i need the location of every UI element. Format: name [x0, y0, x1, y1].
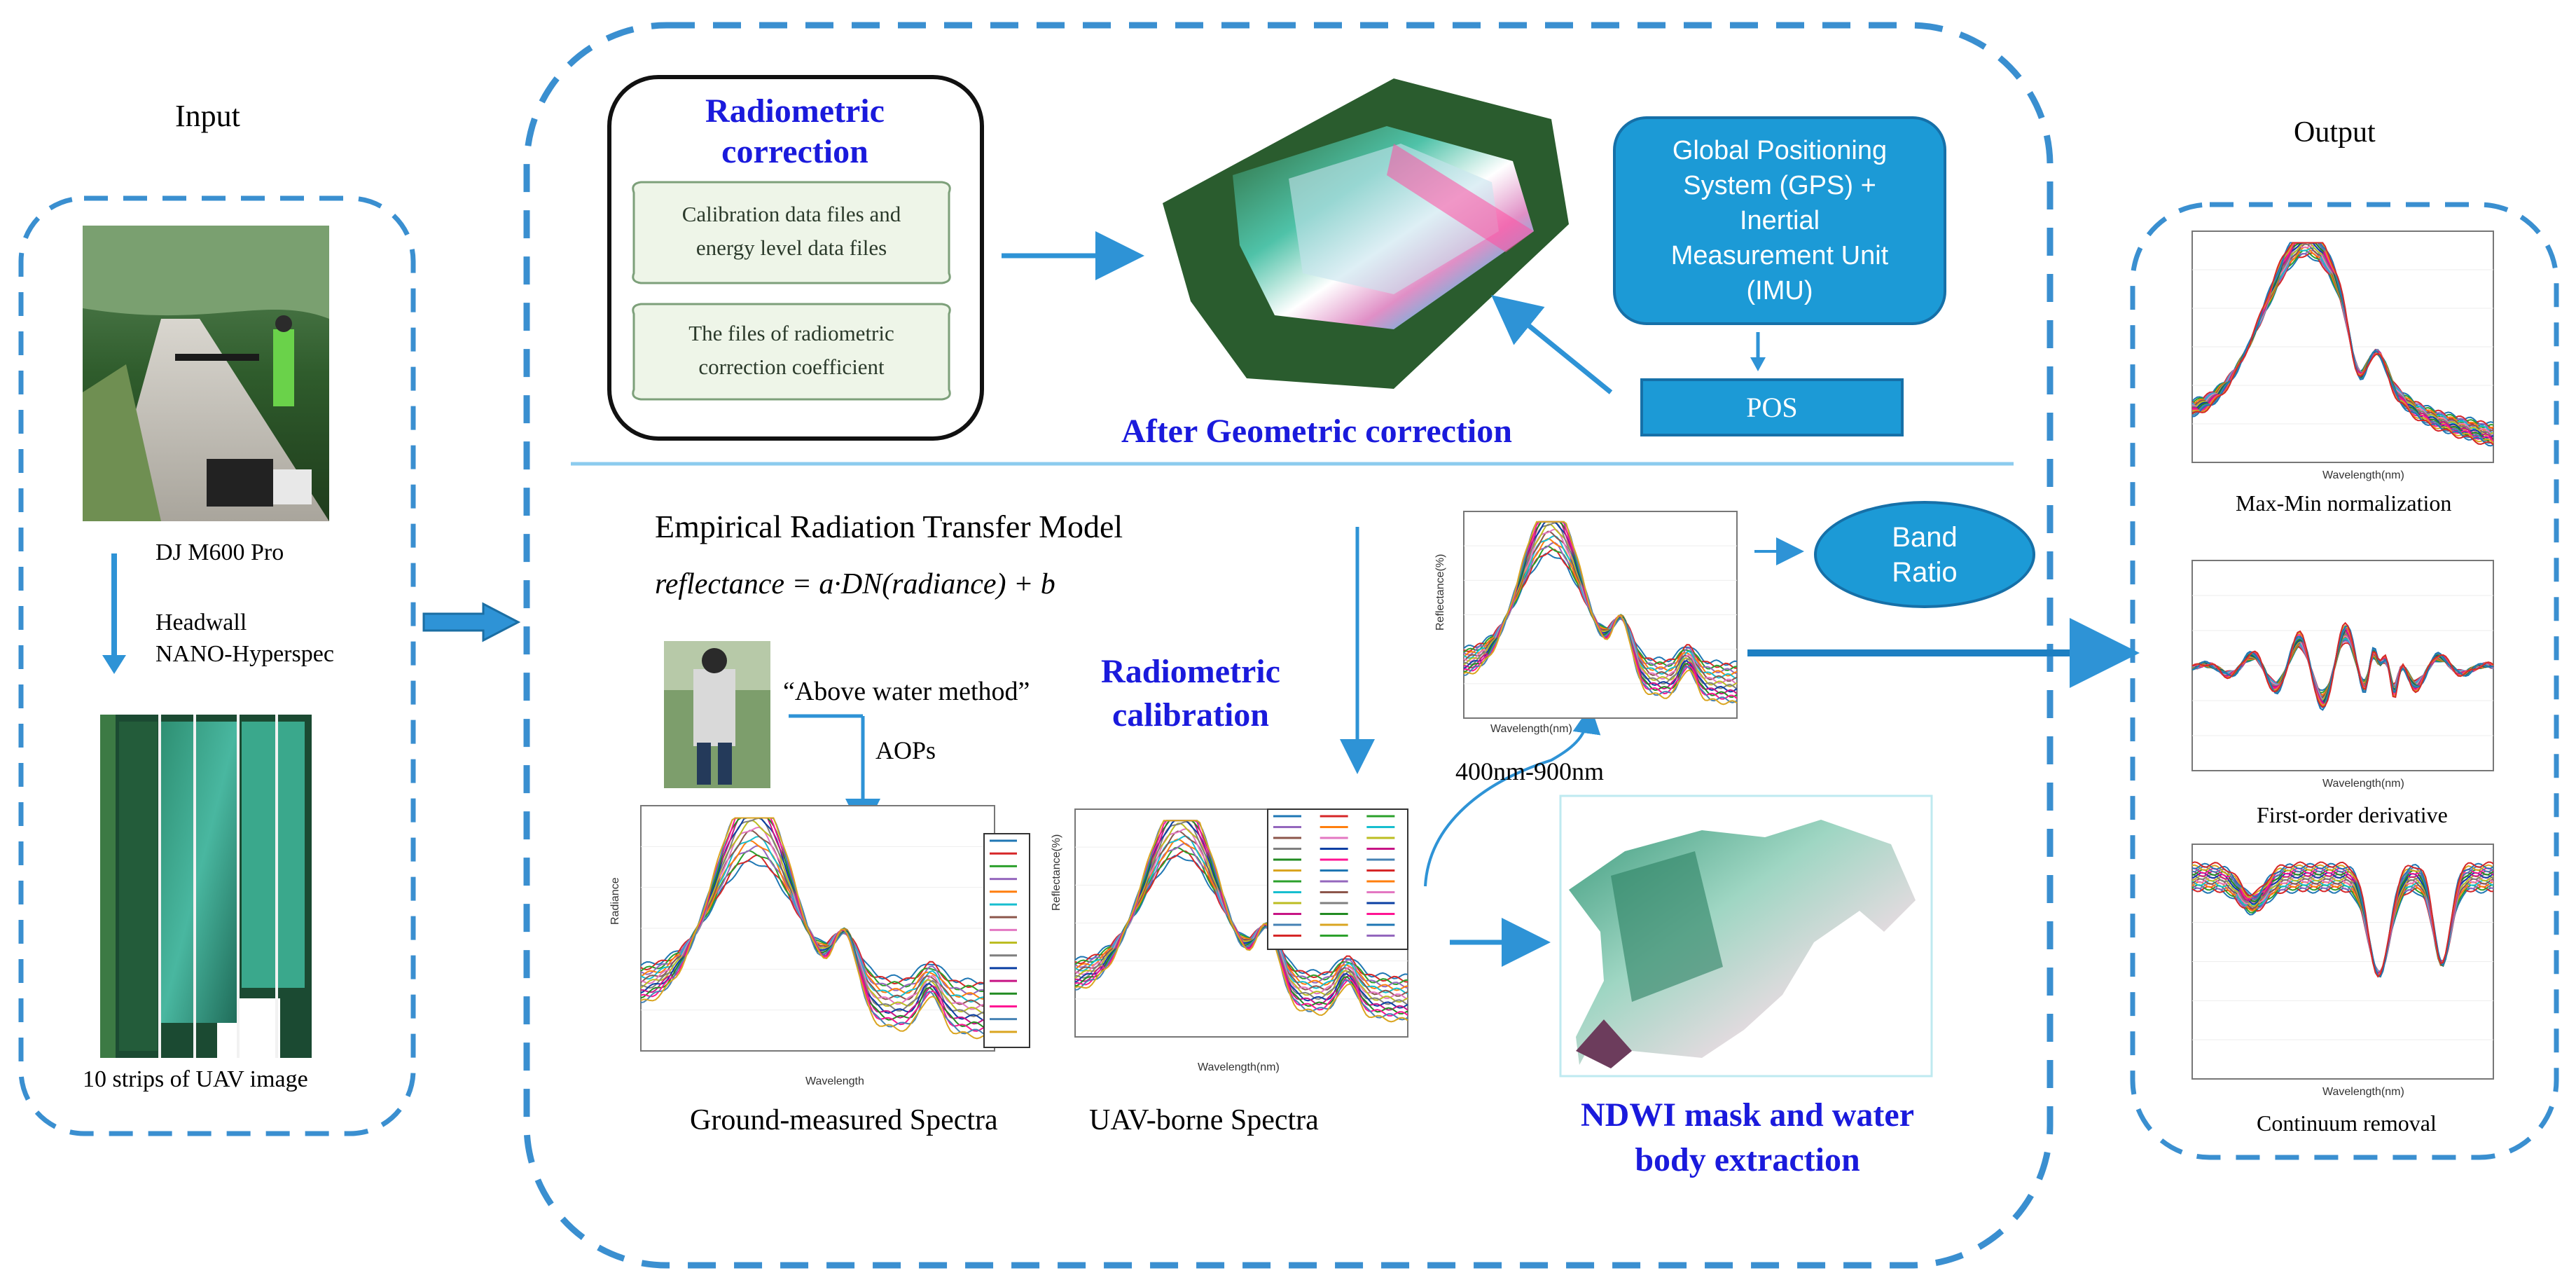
spectrum-line — [1074, 820, 1408, 1023]
ndwi-label: NDWI mask and water body extraction — [1523, 1093, 1972, 1183]
spectrum-line — [2191, 621, 2494, 708]
input-frame — [18, 195, 416, 1136]
gps-imu-line-5: (IMU) — [1746, 276, 1813, 305]
spectrum-line — [2191, 861, 2494, 978]
uav-spectra-label: UAV-borne Spectra — [1089, 1104, 1319, 1136]
spectrum-line — [640, 817, 995, 1040]
input-to-process-arrow — [422, 602, 521, 642]
radiometric-correction-title-line1: Radiometric — [705, 92, 885, 130]
range-label: 400nm-900nm — [1455, 757, 1604, 785]
ground-y-axis-label: Radiance — [609, 877, 621, 925]
o1-x-axis-label: Wavelength(nm) — [2322, 469, 2404, 481]
spectrum-line — [1463, 521, 1738, 706]
uav-strips-image — [100, 715, 312, 1058]
strips-label: 10 strips of UAV image — [83, 1066, 308, 1092]
scroll2-line2: correction coefficient — [698, 355, 885, 379]
refl-y-axis-label: Reflectance(%) — [1434, 553, 1446, 631]
continuum-removal-chart — [2191, 844, 2494, 1080]
maxmin-normalization-chart — [2191, 230, 2494, 463]
radiometric-calibration-title: Radiometric calibration — [1072, 650, 1310, 737]
process-frame — [523, 22, 2054, 1269]
gps-imu-line-2: System (GPS) + — [1683, 171, 1876, 200]
spectrum-line — [2191, 242, 2494, 446]
radiometric-correction-title: Radiometric correction — [655, 91, 935, 172]
plot3-label: Continuum removal — [2257, 1110, 2437, 1136]
band-ratio-ellipse: Band Ratio — [1814, 501, 2035, 608]
plot2-label: First-order derivative — [2257, 802, 2448, 827]
ground-x-axis-label: Wavelength — [805, 1075, 864, 1087]
legend-box — [1267, 808, 1408, 950]
scroll-coefficient-files — [632, 303, 951, 401]
gps-to-pos-arrow — [1750, 332, 1766, 371]
o3-x-axis-label: Wavelength(nm) — [2322, 1086, 2404, 1098]
ndwi-water-body-image — [1569, 820, 1916, 1068]
refl-x-axis-label: Wavelength(nm) — [1490, 723, 1572, 735]
scroll1-line2: energy level data files — [695, 235, 887, 260]
pos-box: POS — [1640, 378, 1904, 436]
gps-imu-line-1: Global Positioning — [1672, 136, 1888, 165]
input-down-arrow — [102, 553, 126, 674]
band-ratio-line1: Band — [1892, 521, 1958, 553]
geometric-corrected-image — [1163, 78, 1569, 389]
radiometric-calibration-title-line2: calibration — [1112, 696, 1269, 734]
ndwi-frame — [1559, 794, 1933, 1078]
model-formula: reflectance = a·DN(radiance) + b — [655, 568, 1055, 600]
uav-x-axis-label: Wavelength(nm) — [1198, 1061, 1280, 1073]
ndwi-label-line2: body extraction — [1635, 1141, 1860, 1178]
ground-spectra-chart — [640, 805, 1030, 1052]
uav-y-axis-label: Reflectance(%) — [1051, 834, 1062, 911]
radiometric-calibration-title-line1: Radiometric — [1101, 653, 1280, 690]
band-ratio-text: Band Ratio — [1892, 520, 1957, 590]
after-geometric-label: After Geometric correction — [1121, 413, 1512, 450]
sensor-label-1: Headwall — [155, 610, 247, 635]
scroll1-line1: Calibration data files and — [681, 202, 901, 226]
ground-spectra-label: Ground-measured Spectra — [690, 1104, 998, 1136]
scroll-calibration-files — [632, 181, 951, 284]
scroll2-line1: The files of radiometric — [688, 321, 894, 345]
model-title: Empirical Radiation Transfer Model — [655, 509, 1123, 544]
first-order-derivative-chart — [2191, 560, 2494, 771]
radiometric-correction-title-line2: correction — [721, 133, 868, 170]
scroll1-text: Calibration data files and energy level … — [637, 198, 946, 265]
plot1-label: Max-Min normalization — [2236, 490, 2452, 516]
gps-imu-line-4: Measurement Unit — [1670, 241, 1889, 270]
person-photo — [664, 641, 770, 788]
legend-box — [983, 833, 1030, 1048]
ndwi-label-line1: NDWI mask and water — [1580, 1096, 1914, 1134]
gps-imu-text: Global Positioning System (GPS) + Inerti… — [1671, 133, 1888, 308]
o2-x-axis-label: Wavelength(nm) — [2322, 778, 2404, 790]
uav-spectra-chart — [1074, 808, 1408, 1038]
gps-imu-line-3: Inertial — [1739, 206, 1820, 235]
pos-to-geo-arrow — [1491, 295, 1613, 394]
scroll2-text: The files of radiometric correction coef… — [637, 317, 946, 384]
sensor-label-2: NANO-Hyperspec — [155, 641, 334, 667]
gps-imu-box: Global Positioning System (GPS) + Inerti… — [1613, 116, 1946, 325]
output-title: Output — [2294, 116, 2376, 149]
curve-to-reflectance-arrow — [1424, 706, 1601, 887]
drone-label: DJ M600 Pro — [155, 539, 284, 565]
band-ratio-line2: Ratio — [1892, 556, 1958, 588]
above-water-label: “Above water method” — [783, 677, 1030, 706]
drone-photo — [83, 226, 329, 521]
reflectance-chart — [1463, 511, 1738, 719]
aops-label: AOPs — [875, 736, 936, 764]
input-title: Input — [175, 99, 240, 133]
